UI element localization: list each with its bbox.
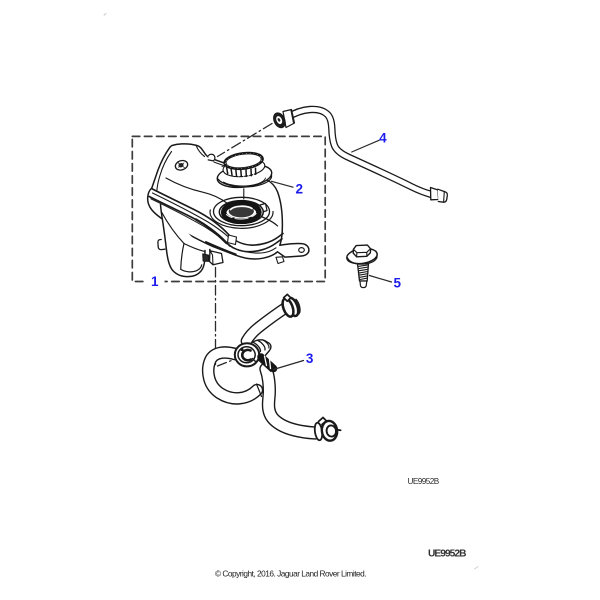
svg-text:4: 4	[379, 130, 387, 145]
svg-text:2: 2	[296, 181, 304, 196]
svg-text:UE9952B: UE9952B	[408, 477, 440, 486]
svg-text:UE9952B: UE9952B	[428, 549, 466, 560]
svg-text:1: 1	[151, 274, 159, 289]
svg-text:© Copyright, 2016. Jaguar Land: © Copyright, 2016. Jaguar Land Rover Lim…	[215, 568, 366, 578]
svg-text:3: 3	[306, 351, 314, 366]
svg-text:5: 5	[393, 275, 401, 290]
